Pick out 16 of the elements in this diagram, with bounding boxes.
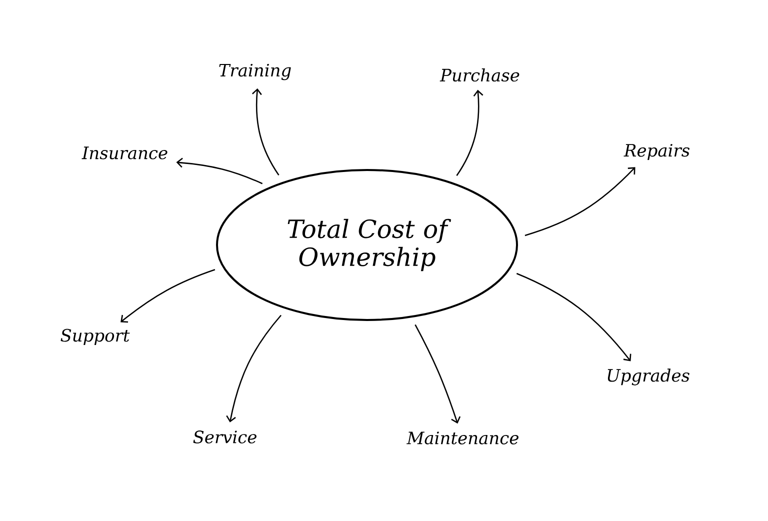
topic-label: Support [60,328,130,346]
topic-label: Repairs [624,144,690,160]
arrow [516,272,632,362]
arrow [456,90,484,176]
topic-label: Maintenance [406,432,518,444]
topic-label: Training [219,64,291,80]
topic-label: Purchase [440,68,520,82]
arrow [120,269,216,323]
topic-label: Insurance [82,146,168,160]
topic-label: Service [193,430,256,444]
arrow [252,88,280,176]
arrow [176,158,263,184]
topic-label: Upgrades [608,368,690,386]
arrow [226,314,282,422]
arrow [524,167,636,236]
arrow [414,324,461,424]
